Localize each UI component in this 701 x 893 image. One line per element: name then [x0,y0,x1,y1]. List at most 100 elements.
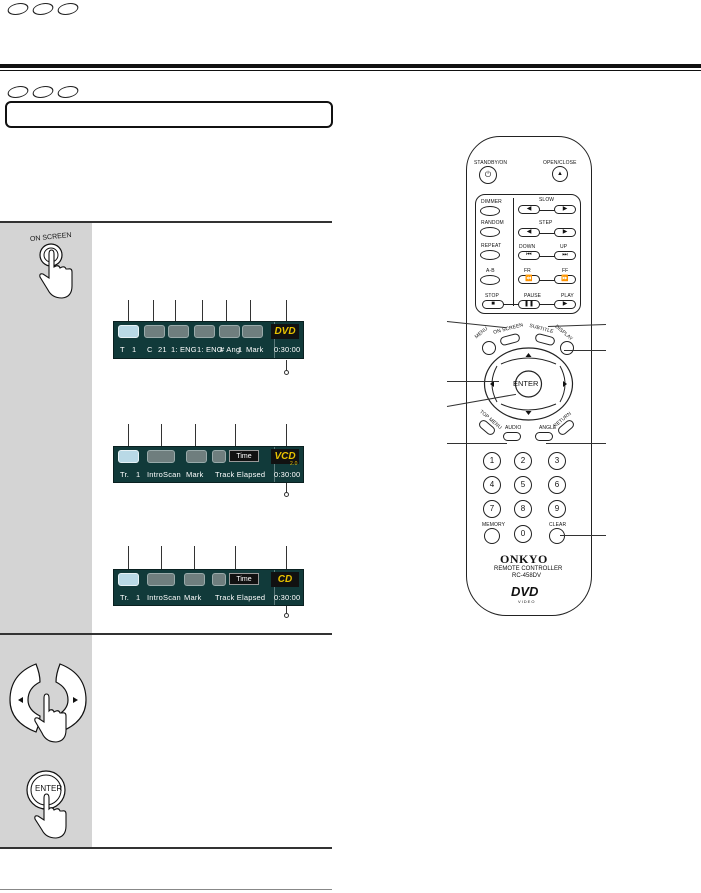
slow-label: SLOW [539,197,555,203]
section-title-box [5,101,333,128]
pause-button[interactable]: ❚❚ [518,300,540,309]
osd-cd-label-tr-value: 1 [136,593,141,602]
digit-6-button[interactable]: 6 [548,476,566,494]
osd-cd-logo: CD [271,572,299,587]
up-label: UP [560,244,568,250]
repeat-label: REPEAT [481,243,502,249]
digit-1-button[interactable]: 1 [483,452,501,470]
osd-bar-vcd: Time VCD 2.0 Tr. 1 IntroScan Mark Track … [113,446,304,483]
osd-title-chapter-icon [118,325,139,338]
digit-9-button[interactable]: 9 [548,500,566,518]
memory-label: MEMORY [482,522,506,528]
stop-button[interactable]: ■ [482,300,504,309]
osd-vcd-track-icon [118,450,139,463]
random-label: RANDOM [481,220,504,226]
model-line-2: RC-458DV [512,573,542,579]
enter-press-illustration [26,770,67,839]
slow-reverse-button[interactable]: ◀ [518,205,540,214]
osd-vcd-logo-sub: 2.0 [290,461,298,467]
osd-dvd-label-t-value: 1 [132,345,137,354]
osd-dvd-label-angle-value: 1 [238,345,243,354]
skip-up-button[interactable]: ⏭ [554,251,576,260]
section-oval-3 [55,86,81,98]
osd-vcd-introscan-icon [147,450,175,463]
osd-dvd-label-angle: # Ang [220,345,241,354]
clear-button[interactable] [549,528,565,544]
osd-vcd-label-tr-value: 1 [136,470,141,479]
fast-reverse-button[interactable]: ⏪ [518,275,540,284]
display-button[interactable] [560,341,574,355]
skip-down-button[interactable]: ⏮ [518,251,540,260]
standby-label: STANDBY/ON [474,160,508,166]
clear-label: CLEAR [549,522,567,528]
osd-vcd-time: 0:30:00 [274,470,301,479]
angle-label: ANGLE [539,425,557,431]
section-oval-2 [30,86,56,98]
osd-dvd-time: 0:30:00 [274,345,301,354]
ff-label: FF [562,268,569,274]
brand-logo: ONKYO [500,552,548,566]
digit-8-button[interactable]: 8 [514,500,532,518]
repeat-button[interactable] [480,250,500,260]
osd-vcd-label-introscan: IntroScan [147,470,181,479]
menu-button[interactable] [482,341,496,355]
digit-4-button[interactable]: 4 [483,476,501,494]
osd-audio-icon [168,325,189,338]
dimmer-button[interactable] [480,206,500,216]
play-button[interactable]: ▶ [554,300,576,309]
osd-vcd-label-mark: Mark [186,470,204,479]
slow-forward-button[interactable]: ▶ [554,205,576,214]
osd-dvd-label-subtitle: 1: ENG [197,345,223,354]
stop-label: STOP [485,293,499,299]
osd-bar-cd: Time CD Tr. 1 IntroScan Mark Track Elaps… [113,569,304,606]
disc-format-oval-1 [5,3,31,15]
audio-button[interactable] [503,432,521,441]
osd-time-icon [144,325,165,338]
direction-pad[interactable] [481,344,576,424]
audio-label: AUDIO [505,425,522,431]
osd-dvd-logo: DVD [271,324,299,339]
step-separator-bottom [0,847,332,849]
angle-button[interactable] [535,432,553,441]
osd-vcd-label-track-elapsed: Track Elapsed [215,470,266,479]
disc-format-oval-3 [55,3,81,15]
ab-button[interactable] [480,275,500,285]
enter-button[interactable]: ENTER [513,379,539,388]
on-screen-press-illustration [39,243,73,299]
enter-step-label: ENTER [35,784,63,793]
osd-bar-dvd: DVD T 1 C 21 1: ENG 1: ENG # Ang 1 Mark … [113,321,304,359]
osd-dvd-label-t: T [120,345,125,354]
osd-vcd-time-box: Time [229,450,259,462]
digit-5-button[interactable]: 5 [514,476,532,494]
open-close-label: OPEN/CLOSE [543,160,577,166]
cursor-left-right-illustration [9,663,87,743]
osd-vcd-label-tr: Tr. [120,470,130,479]
standby-button[interactable]: ⏻ [479,166,497,184]
digit-0-button[interactable]: 0 [514,525,532,543]
step-label: STEP [539,220,553,226]
digit-2-button[interactable]: 2 [514,452,532,470]
fast-forward-button[interactable]: ⏩ [554,275,576,284]
osd-cd-clock-icon [212,573,226,586]
memory-button[interactable] [484,528,500,544]
osd-cd-track-icon [118,573,139,586]
step-forward-button[interactable]: ▶ [554,228,576,237]
osd-vcd-clock-icon [212,450,226,463]
down-label: DOWN [519,244,536,250]
digit-7-button[interactable]: 7 [483,500,501,518]
osd-vcd-logo: VCD [271,449,299,464]
osd-mark-icon [242,325,263,338]
osd-cd-label-mark: Mark [184,593,202,602]
osd-subtitle-icon [194,325,215,338]
step-reverse-button[interactable]: ◀ [518,228,540,237]
osd-cd-label-track-elapsed: Track Elapsed [215,593,266,602]
osd-dvd-label-audio: 1: ENG [171,345,197,354]
step-column-1 [0,223,92,633]
random-button[interactable] [480,227,500,237]
open-close-button[interactable]: ▲ [552,166,568,182]
header-rule-thin [0,70,701,71]
disc-format-oval-2 [30,3,56,15]
digit-3-button[interactable]: 3 [548,452,566,470]
osd-cd-label-tr: Tr. [120,593,130,602]
pause-label: PAUSE [524,293,542,299]
